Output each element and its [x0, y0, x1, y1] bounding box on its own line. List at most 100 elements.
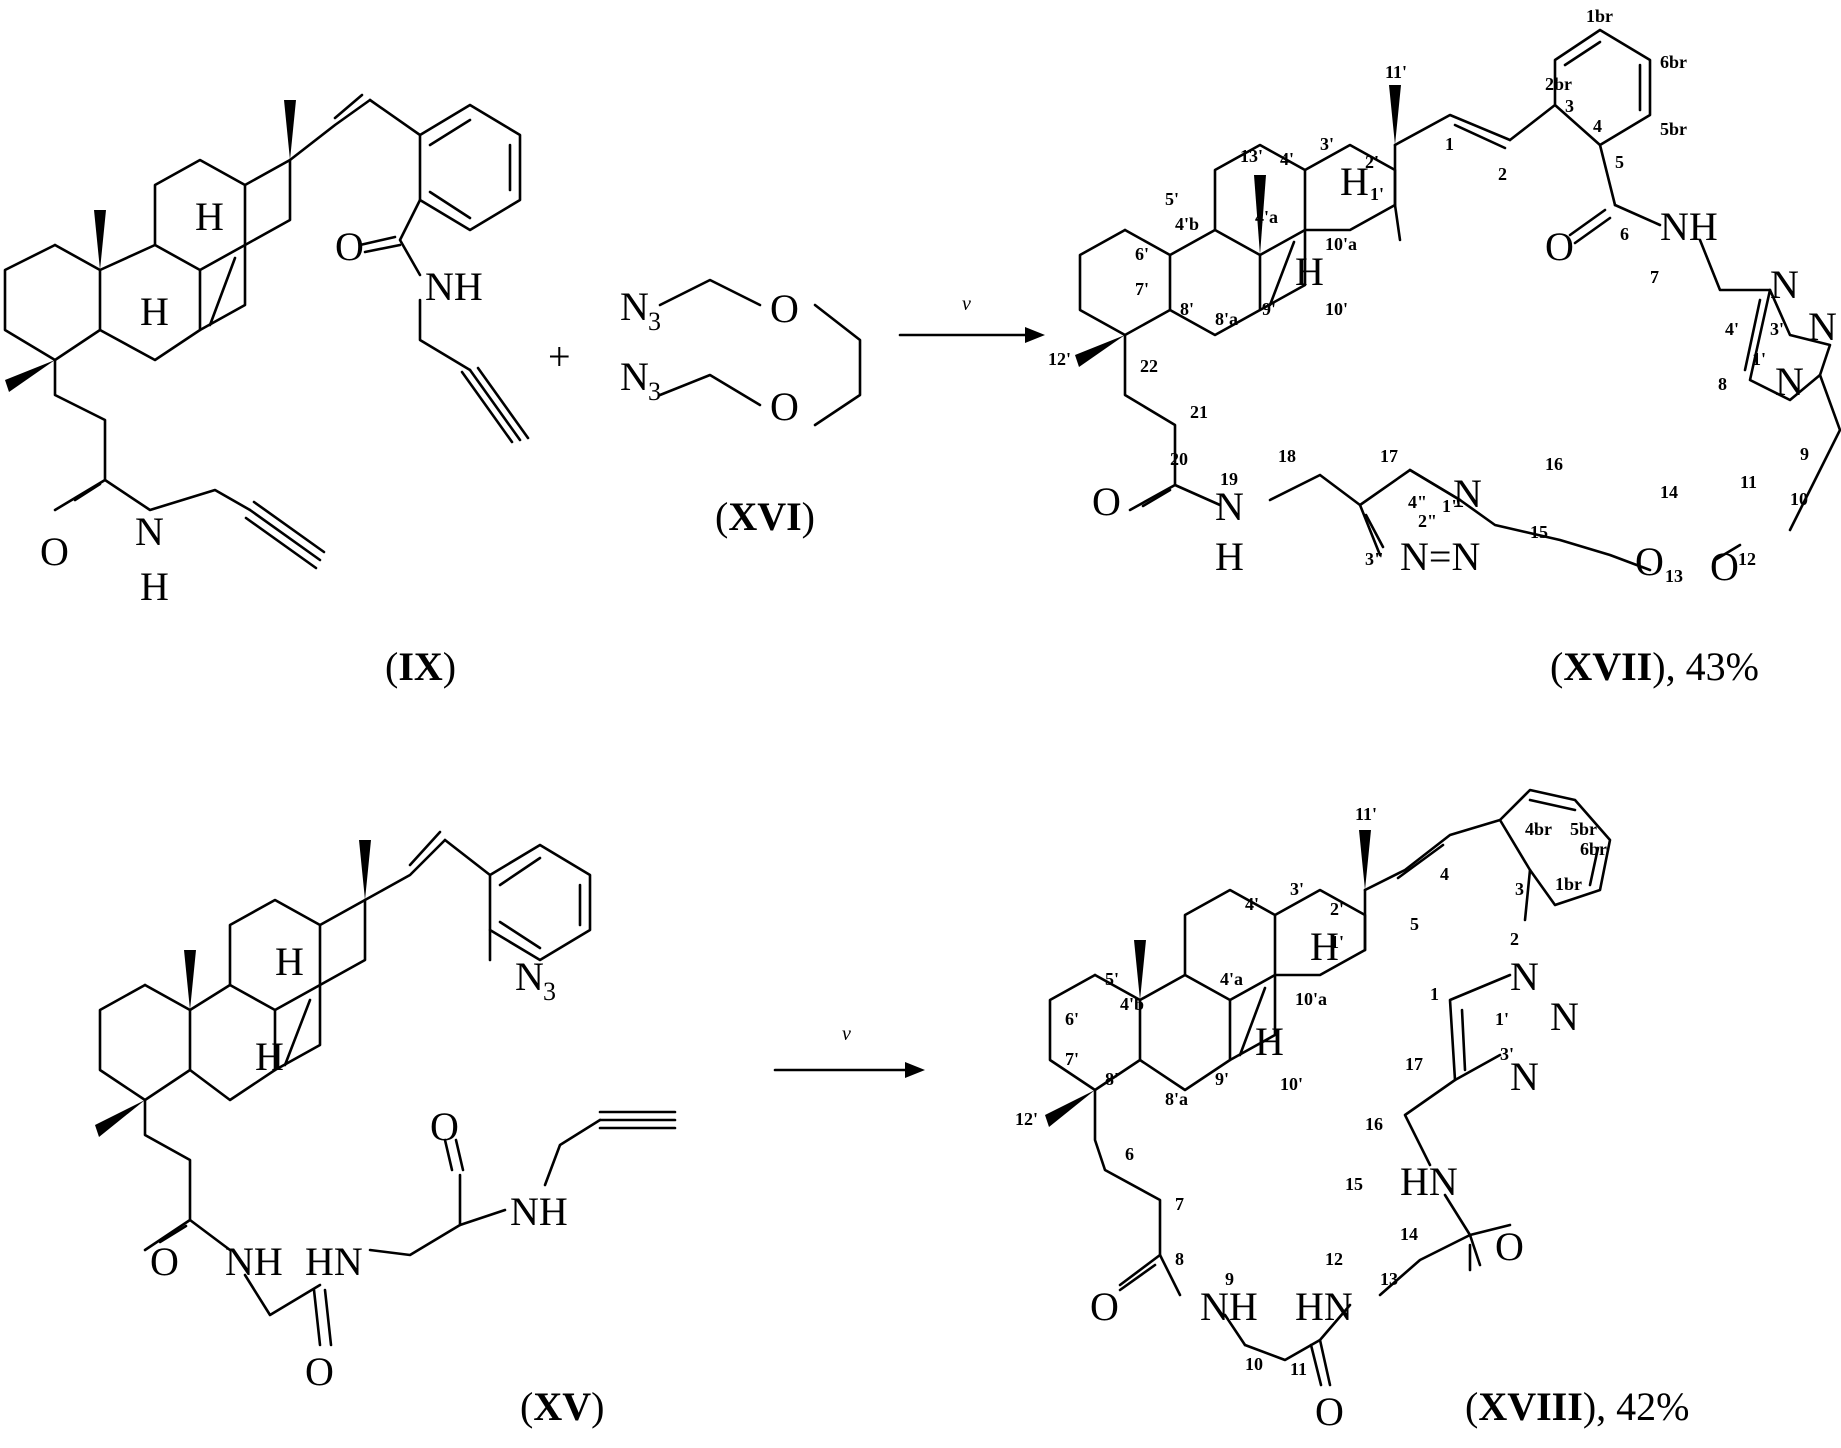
atom-O: O [430, 1104, 459, 1149]
svg-text:17: 17 [1380, 446, 1398, 466]
plus-sign: + [548, 334, 571, 379]
svg-text:8': 8' [1105, 1069, 1119, 1089]
svg-text:5br: 5br [1570, 819, 1597, 839]
svg-text:7': 7' [1065, 1049, 1079, 1069]
paren-close: ) [443, 644, 456, 689]
atom-H: H [1255, 1019, 1284, 1064]
svg-text:5: 5 [1615, 152, 1624, 172]
svg-text:15: 15 [1530, 522, 1548, 542]
svg-text:11: 11 [1290, 1359, 1307, 1379]
svg-text:21: 21 [1190, 402, 1208, 422]
svg-text:3: 3 [1565, 96, 1574, 116]
atom-N: N [135, 509, 164, 554]
compound-XVIII-structure [1045, 788, 1612, 1387]
svg-text:4'a: 4'a [1220, 969, 1243, 989]
atom-N-eq-N: N=N [1400, 534, 1480, 579]
svg-text:(IX): (IX) [385, 644, 456, 689]
paren-close: ) [1652, 644, 1665, 689]
svg-text:8'a: 8'a [1215, 309, 1238, 329]
svg-text:18: 18 [1278, 446, 1296, 466]
atom-H: H [1340, 159, 1369, 204]
atom-NH: NH [1660, 204, 1718, 249]
atom-N: N [1510, 1054, 1539, 1099]
svg-text:10: 10 [1790, 489, 1808, 509]
atom-N: N [1550, 994, 1579, 1039]
atom-O: O [1092, 479, 1121, 524]
compound-id: XVI [728, 494, 801, 539]
atom-H: H [140, 289, 169, 334]
atom-O: O [305, 1349, 334, 1394]
svg-text:15: 15 [1345, 1174, 1363, 1194]
paren-open: ( [520, 1384, 533, 1429]
atom-N: N [620, 354, 649, 399]
atom-O: O [40, 529, 69, 574]
svg-text:11: 11 [1740, 472, 1757, 492]
svg-text:17: 17 [1405, 1054, 1423, 1074]
compound-XVII-structure [1075, 28, 1841, 572]
compound-id: XV [533, 1384, 591, 1429]
svg-text:4': 4' [1245, 894, 1259, 914]
arrow-condition-label: v [962, 293, 971, 315]
compound-id: IX [398, 644, 443, 689]
compound-XVII-label: (XVII), 43% [1550, 644, 1759, 689]
atom-HN: HN [305, 1239, 363, 1284]
atom-H: H [1215, 534, 1244, 579]
svg-text:9': 9' [1215, 1069, 1229, 1089]
atom-N: N [620, 284, 649, 329]
svg-text:8: 8 [1718, 374, 1727, 394]
svg-text:4'b: 4'b [1175, 214, 1199, 234]
paren-close: ) [802, 494, 815, 539]
compound-XV-label: (XV) [520, 1384, 604, 1429]
svg-text:10: 10 [1245, 1354, 1263, 1374]
svg-text:7: 7 [1175, 1194, 1184, 1214]
svg-text:6: 6 [1620, 224, 1629, 244]
svg-text:14: 14 [1660, 482, 1678, 502]
svg-text:11': 11' [1385, 62, 1407, 82]
svg-text:4'b: 4'b [1120, 994, 1144, 1014]
atom-H: H [195, 194, 224, 239]
svg-text:4': 4' [1280, 149, 1294, 169]
yield: , 43% [1666, 644, 1759, 689]
reaction-arrow-top [898, 327, 1045, 343]
subscript-3: 3 [543, 977, 556, 1006]
atom-O: O [770, 384, 799, 429]
atom-N: N [515, 954, 544, 999]
atom-N: N [1510, 954, 1539, 999]
svg-text:13': 13' [1240, 146, 1263, 166]
compound-XVI-label: (XVI) [715, 494, 815, 539]
numbering-XVIII: 4br 5br 6br 1br 11' 3 2 3' 2' 4' 1' 4 5 … [1015, 804, 1607, 1379]
svg-text:8: 8 [1175, 1249, 1184, 1269]
svg-text:10': 10' [1325, 299, 1348, 319]
svg-text:1: 1 [1430, 984, 1439, 1004]
compound-XVIII-label: (XVIII), 42% [1465, 1384, 1689, 1429]
svg-text:5': 5' [1105, 969, 1119, 989]
svg-text:10'a: 10'a [1325, 234, 1357, 254]
svg-text:19: 19 [1220, 469, 1238, 489]
svg-text:1br: 1br [1586, 6, 1613, 26]
svg-text:1': 1' [1370, 184, 1384, 204]
numbering-XVII: 1br 2br 3 4 5br 6br 11' 1 2 5 6 7 13' 3'… [1048, 6, 1809, 586]
paren-close: ) [591, 1384, 604, 1429]
atom-HN: HN [1400, 1159, 1458, 1204]
svg-text:4'a: 4'a [1255, 207, 1278, 227]
svg-text:4: 4 [1440, 864, 1449, 884]
compound-id: XVIII [1478, 1384, 1582, 1429]
svg-text:3': 3' [1290, 879, 1304, 899]
svg-text:6: 6 [1125, 1144, 1134, 1164]
svg-text:2": 2" [1418, 511, 1437, 531]
atom-O: O [1315, 1389, 1344, 1434]
atom-N: N [1215, 484, 1244, 529]
paren-open: ( [715, 494, 728, 539]
paren-close: ) [1583, 1384, 1596, 1429]
svg-text:5br: 5br [1660, 119, 1687, 139]
atom-N: N [1453, 471, 1482, 516]
atom-O: O [1090, 1284, 1119, 1329]
svg-text:6': 6' [1065, 1009, 1079, 1029]
svg-text:4br: 4br [1525, 819, 1552, 839]
svg-text:3': 3' [1320, 134, 1334, 154]
svg-text:13: 13 [1380, 1269, 1398, 1289]
svg-text:1: 1 [1445, 134, 1454, 154]
svg-text:1': 1' [1330, 932, 1344, 952]
svg-text:9: 9 [1800, 444, 1809, 464]
svg-text:6br: 6br [1580, 839, 1607, 859]
